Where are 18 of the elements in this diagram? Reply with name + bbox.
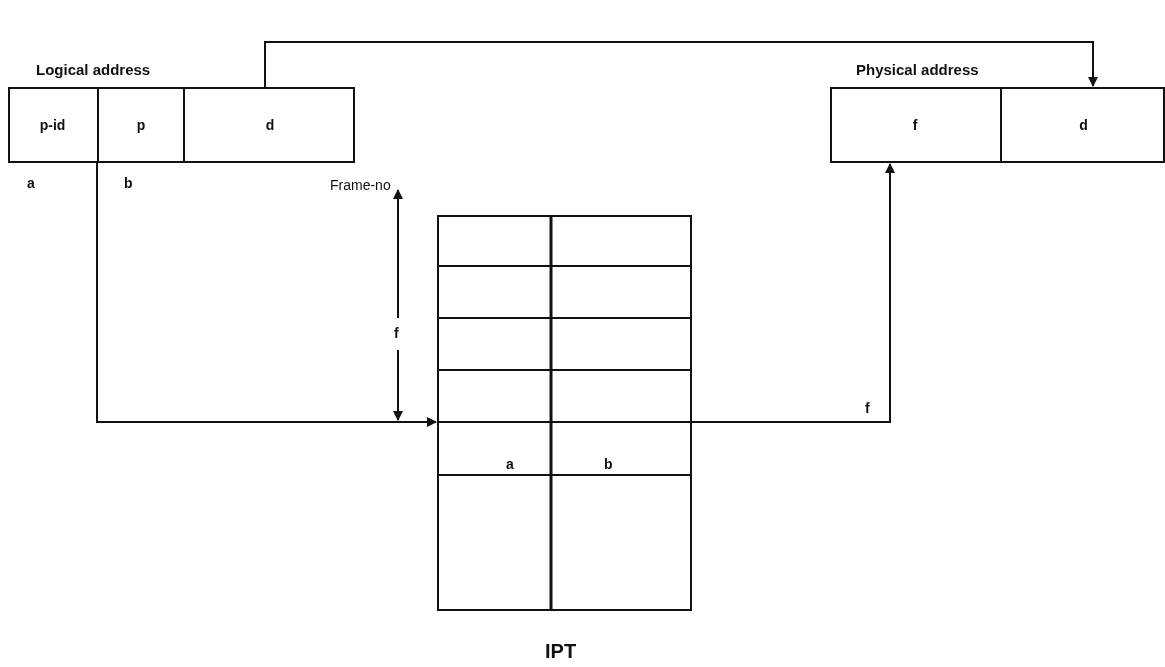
address-field: f	[830, 87, 1000, 163]
dimension-label: f	[394, 326, 399, 340]
arrow	[264, 41, 1098, 88]
axis-label: Frame-no	[330, 178, 391, 192]
cell-text: b	[604, 457, 613, 471]
address-heading: Physical address	[856, 61, 979, 78]
arrow	[691, 163, 895, 423]
edge-label: f	[864, 400, 871, 416]
address-field: d	[183, 87, 355, 163]
table-title: IPT	[545, 640, 577, 663]
field-label: a	[27, 176, 35, 190]
address-field: d	[1000, 87, 1165, 163]
address-heading: Logical address	[36, 61, 151, 78]
address-field: p-id	[8, 87, 97, 163]
field-label: b	[124, 176, 133, 190]
cell-text: a	[506, 457, 514, 471]
address-field: p	[97, 87, 183, 163]
arrow	[96, 162, 437, 427]
